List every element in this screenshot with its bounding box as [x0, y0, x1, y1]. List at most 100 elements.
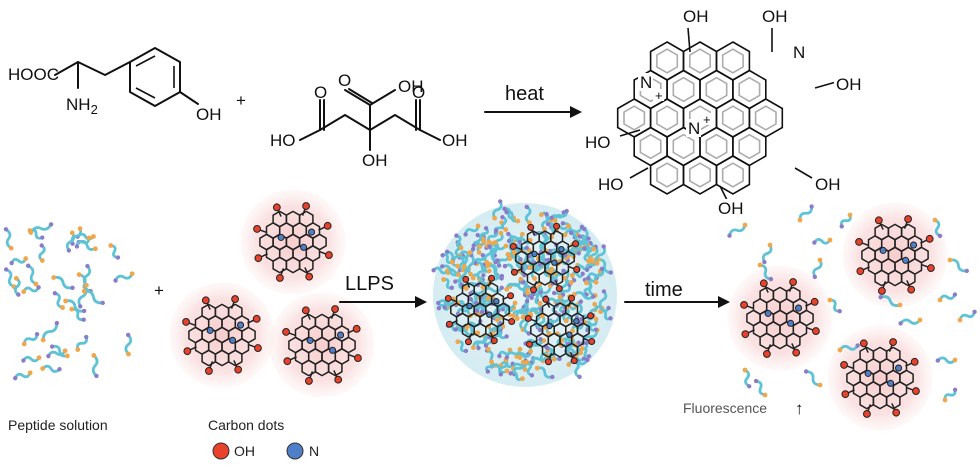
peptide-backbone: [28, 228, 44, 240]
peptide-terminus: [952, 387, 958, 393]
n-atom: [909, 241, 918, 249]
peptide-terminus: [952, 292, 958, 297]
product-ring-inner: [639, 133, 662, 160]
peptide-terminus: [742, 222, 748, 228]
peptide-terminus: [742, 367, 748, 373]
carbon-dots-cluster: [169, 189, 375, 398]
peptide-terminus: [13, 275, 19, 281]
peptide-chain: [492, 199, 503, 221]
product-substituent-bond: [814, 81, 837, 89]
peptide-terminus: [537, 262, 543, 267]
oh-atom: [529, 286, 537, 294]
peptide-terminus: [563, 318, 569, 324]
peptide-terminus: [855, 343, 860, 348]
peptide-backbone: [521, 264, 544, 274]
peptide-backbone: [496, 301, 517, 313]
peptide-terminus: [520, 314, 526, 320]
peptide-terminus: [827, 237, 833, 243]
peptide-chain: [552, 208, 569, 223]
peptide-backbone: [471, 273, 485, 280]
peptide-terminus: [94, 373, 99, 379]
peptide-terminus: [502, 263, 508, 269]
peptide-chain: [839, 212, 853, 229]
oh-atom: [889, 338, 897, 346]
peptide-backbone: [441, 253, 454, 264]
oh-atom: [183, 347, 192, 356]
carbon-dot-ring: [327, 359, 343, 377]
oh-atom: [352, 324, 361, 333]
peptide-terminus: [475, 223, 481, 229]
peptide-terminus: [768, 276, 774, 282]
peptide-terminus: [524, 298, 530, 304]
product-atom-label: OH: [836, 75, 862, 94]
peptide-chain: [65, 230, 76, 253]
peptide-terminus: [489, 359, 494, 365]
peptide-terminus: [504, 286, 510, 292]
peptide-backbone: [46, 349, 67, 358]
peptide-terminus: [69, 230, 75, 236]
peptide-terminus: [455, 339, 461, 345]
citric-right-oh: OH: [442, 131, 468, 150]
peptide-backbone: [443, 297, 455, 309]
peptide-backbone: [509, 370, 524, 382]
citric-top-o: O: [338, 71, 351, 90]
peptide-backbone: [29, 222, 53, 234]
peptide-chain: [63, 298, 87, 314]
oh-atom: [874, 216, 883, 225]
oh-atom: [841, 390, 850, 399]
llps-droplet: [431, 199, 617, 387]
peptide-terminus: [498, 230, 504, 236]
peptide-backbone: [553, 209, 569, 222]
carbon-dot-halo: [169, 282, 275, 388]
oh-atom: [925, 234, 934, 243]
peptide-terminus: [583, 280, 589, 286]
peptide-backbone: [524, 205, 532, 225]
oh-atom: [283, 357, 292, 366]
peptide-terminus: [837, 309, 842, 314]
carbon-dot-ring: [785, 332, 801, 350]
product-ring-inner: [705, 76, 728, 103]
peptide-terminus: [937, 297, 943, 303]
peptide-backbone: [529, 353, 549, 365]
peptide-chain: [40, 364, 62, 373]
peptide-terminus: [463, 286, 469, 291]
peptide-terminus: [566, 223, 571, 229]
peptide-chain: [579, 346, 592, 359]
peptide-chain: [803, 369, 823, 388]
product-substituent-bond: [794, 167, 813, 179]
peptide-backbone: [65, 231, 76, 252]
peptide-chain: [124, 332, 133, 357]
peptide-terminus: [27, 228, 33, 234]
peptide-terminus: [937, 233, 943, 239]
peptide-terminus: [476, 345, 481, 351]
oh-atom: [254, 344, 262, 352]
peptide-terminus: [468, 271, 474, 277]
peptide-terminus: [898, 321, 903, 326]
peptide-chain: [957, 309, 977, 323]
peptide-terminus: [479, 309, 485, 315]
oh-atom: [527, 223, 535, 231]
peptide-chain: [38, 243, 46, 263]
product-ring: [715, 98, 751, 138]
peptide-terminus: [486, 239, 492, 245]
peptide-backbone: [26, 264, 38, 286]
peptide-terminus: [727, 233, 732, 238]
peptide-backbone: [507, 232, 524, 243]
oh-atom: [907, 285, 916, 294]
atom-legend: OH N: [212, 442, 319, 460]
product-ring-inner: [672, 133, 695, 160]
peptide-terminus: [436, 300, 441, 306]
peptide-backbone: [442, 278, 454, 290]
peptide-terminus: [917, 317, 923, 323]
oh-atom: [305, 272, 314, 281]
peptide-backbone: [804, 370, 822, 387]
peptide-terminus: [81, 317, 86, 322]
oh-atom: [553, 222, 561, 230]
product-atom-label: OH: [683, 7, 709, 26]
peptide-terminus: [568, 230, 574, 235]
peptide-terminus: [517, 239, 522, 245]
peptide-terminus: [957, 317, 963, 323]
carbon-dot: [169, 282, 275, 388]
oh-atom: [254, 254, 263, 263]
peptide-terminus: [520, 231, 525, 237]
